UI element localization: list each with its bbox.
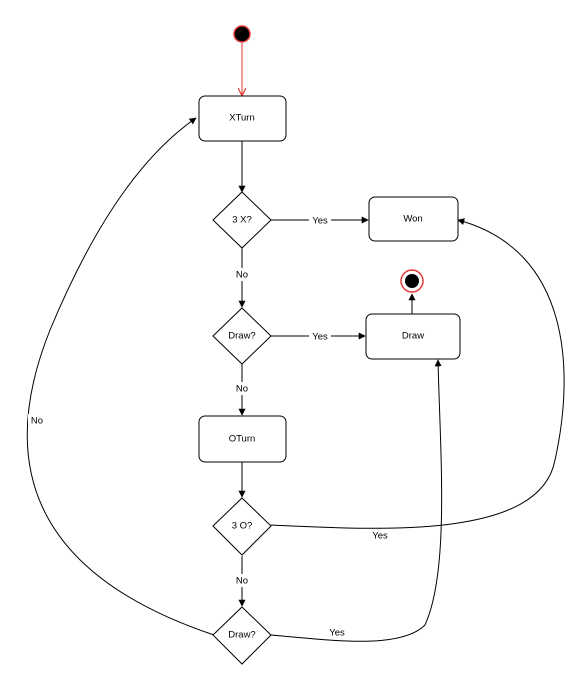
final-node: [405, 274, 419, 288]
edge-3o-yes-to-won: [270, 218, 565, 529]
action-node-xturn[interactable]: [198, 95, 287, 142]
edge-label-draw2-yes: Yes: [329, 628, 345, 639]
draw-q2-label: Draw?: [228, 630, 255, 641]
edge-label-draw2-no: No: [31, 416, 43, 427]
edge-label-3o-yes: Yes: [372, 531, 388, 542]
decision-node-3x[interactable]: [212, 191, 272, 249]
edge-label-draw1-yes: Yes: [312, 332, 328, 343]
action-node-draw[interactable]: [365, 313, 461, 360]
decision-node-3o[interactable]: [212, 497, 272, 556]
edge-draw2-yes-to-draw: [270, 359, 443, 642]
decision-node-draw-1[interactable]: [212, 307, 272, 365]
edge-label-3x-yes: Yes: [312, 216, 328, 227]
edge-label-3x-no: No: [236, 270, 248, 281]
3x-label: 3 X?: [232, 215, 252, 226]
won-label: Won: [403, 214, 422, 225]
draw-label: Draw: [402, 331, 424, 342]
decision-node-draw-2[interactable]: [212, 606, 272, 665]
edge-label-draw1-no: No: [236, 384, 248, 395]
action-node-won[interactable]: [368, 196, 459, 242]
edge-draw2-no-to-xturn: [26, 117, 215, 636]
edge-label-3o-no: No: [236, 576, 248, 587]
oturn-label: OTurn: [229, 434, 256, 445]
3o-label: 3 O?: [232, 521, 253, 532]
xturn-label: XTurn: [229, 113, 255, 124]
action-node-oturn[interactable]: [198, 415, 287, 463]
draw-q1-label: Draw?: [228, 331, 255, 342]
initial-node: [233, 25, 251, 43]
